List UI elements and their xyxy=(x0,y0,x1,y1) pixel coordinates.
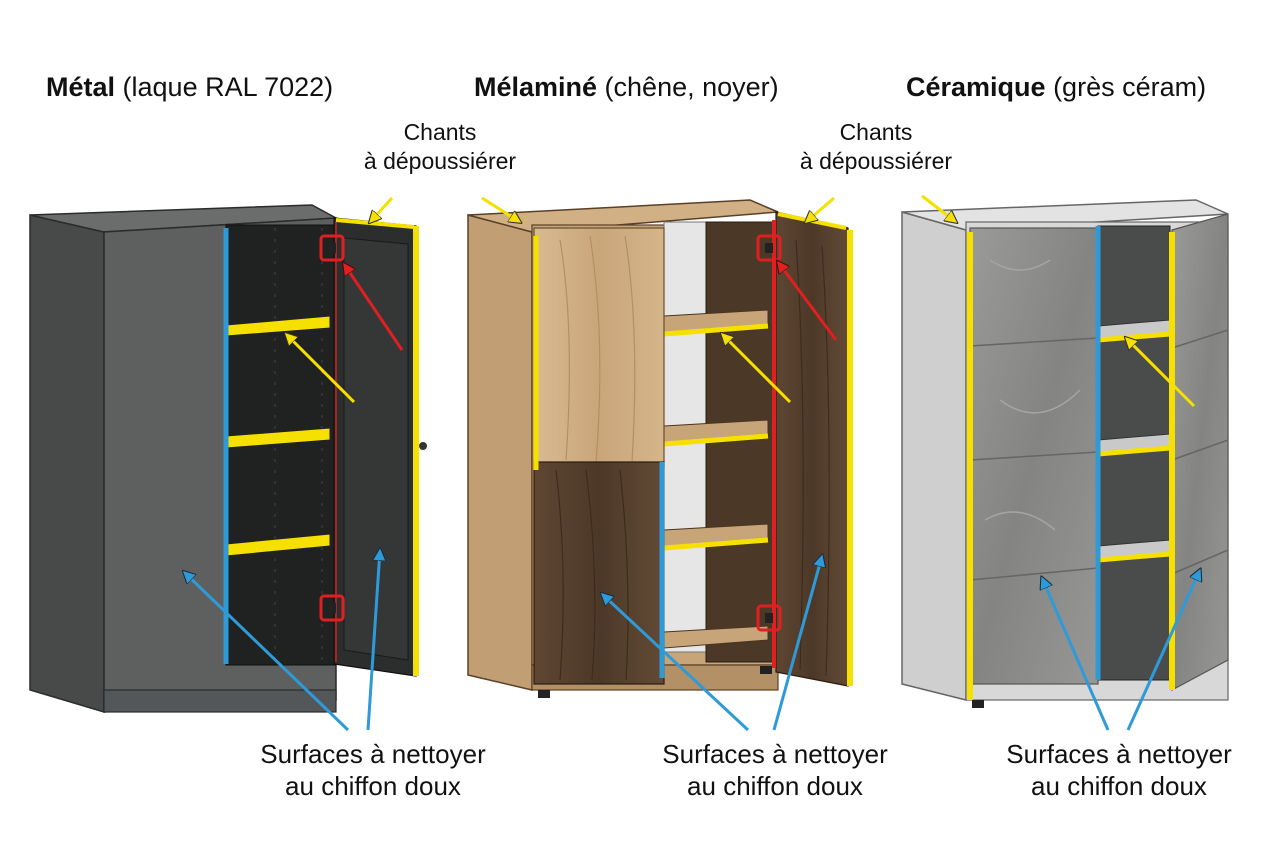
surface-label-ceramic: Surfaces à nettoyer au chiffon doux xyxy=(1006,739,1232,801)
surface-arrow-metal-left xyxy=(184,572,350,732)
ceramic-cabinet xyxy=(901,199,1229,708)
hinge-arrow-melamine xyxy=(778,262,838,341)
metal-cabinet xyxy=(29,204,427,714)
surface-arrow-ceramic-left xyxy=(1042,578,1110,731)
edge-label-metal: Chants à dépoussiérer xyxy=(363,119,517,174)
surface-label-melamine: Surfaces à nettoyer au chiffon doux xyxy=(662,739,888,801)
edge-arrow-melamine-right xyxy=(806,196,835,222)
edge-label-melamine: Chants à dépoussiérer xyxy=(799,119,953,174)
title-melamine: Mélaminé (chêne, noyer) xyxy=(474,72,779,102)
title-metal: Métal (laque RAL 7022) xyxy=(46,72,334,102)
edge-arrow-melamine-left xyxy=(481,196,520,222)
surface-label-metal: Surfaces à nettoyer au chiffon doux xyxy=(260,739,486,801)
hinge-arrow-metal xyxy=(344,264,404,351)
surface-arrow-ceramic-right xyxy=(1126,570,1200,731)
edge-arrow-metal xyxy=(370,196,394,222)
melamine-cabinet xyxy=(467,199,853,698)
surface-arrow-metal-right xyxy=(366,550,380,731)
shelf-arrow-metal xyxy=(286,334,356,404)
shelf-arrow-ceramic xyxy=(1126,338,1196,408)
callout-arrows xyxy=(184,194,1200,732)
edge-arrow-ceramic xyxy=(921,194,956,222)
surface-arrow-melamine-right xyxy=(772,556,822,731)
surface-arrow-melamine-left xyxy=(602,594,750,732)
title-ceramic: Céramique (grès céram) xyxy=(906,72,1207,102)
shelf-arrow-melamine xyxy=(722,334,792,404)
